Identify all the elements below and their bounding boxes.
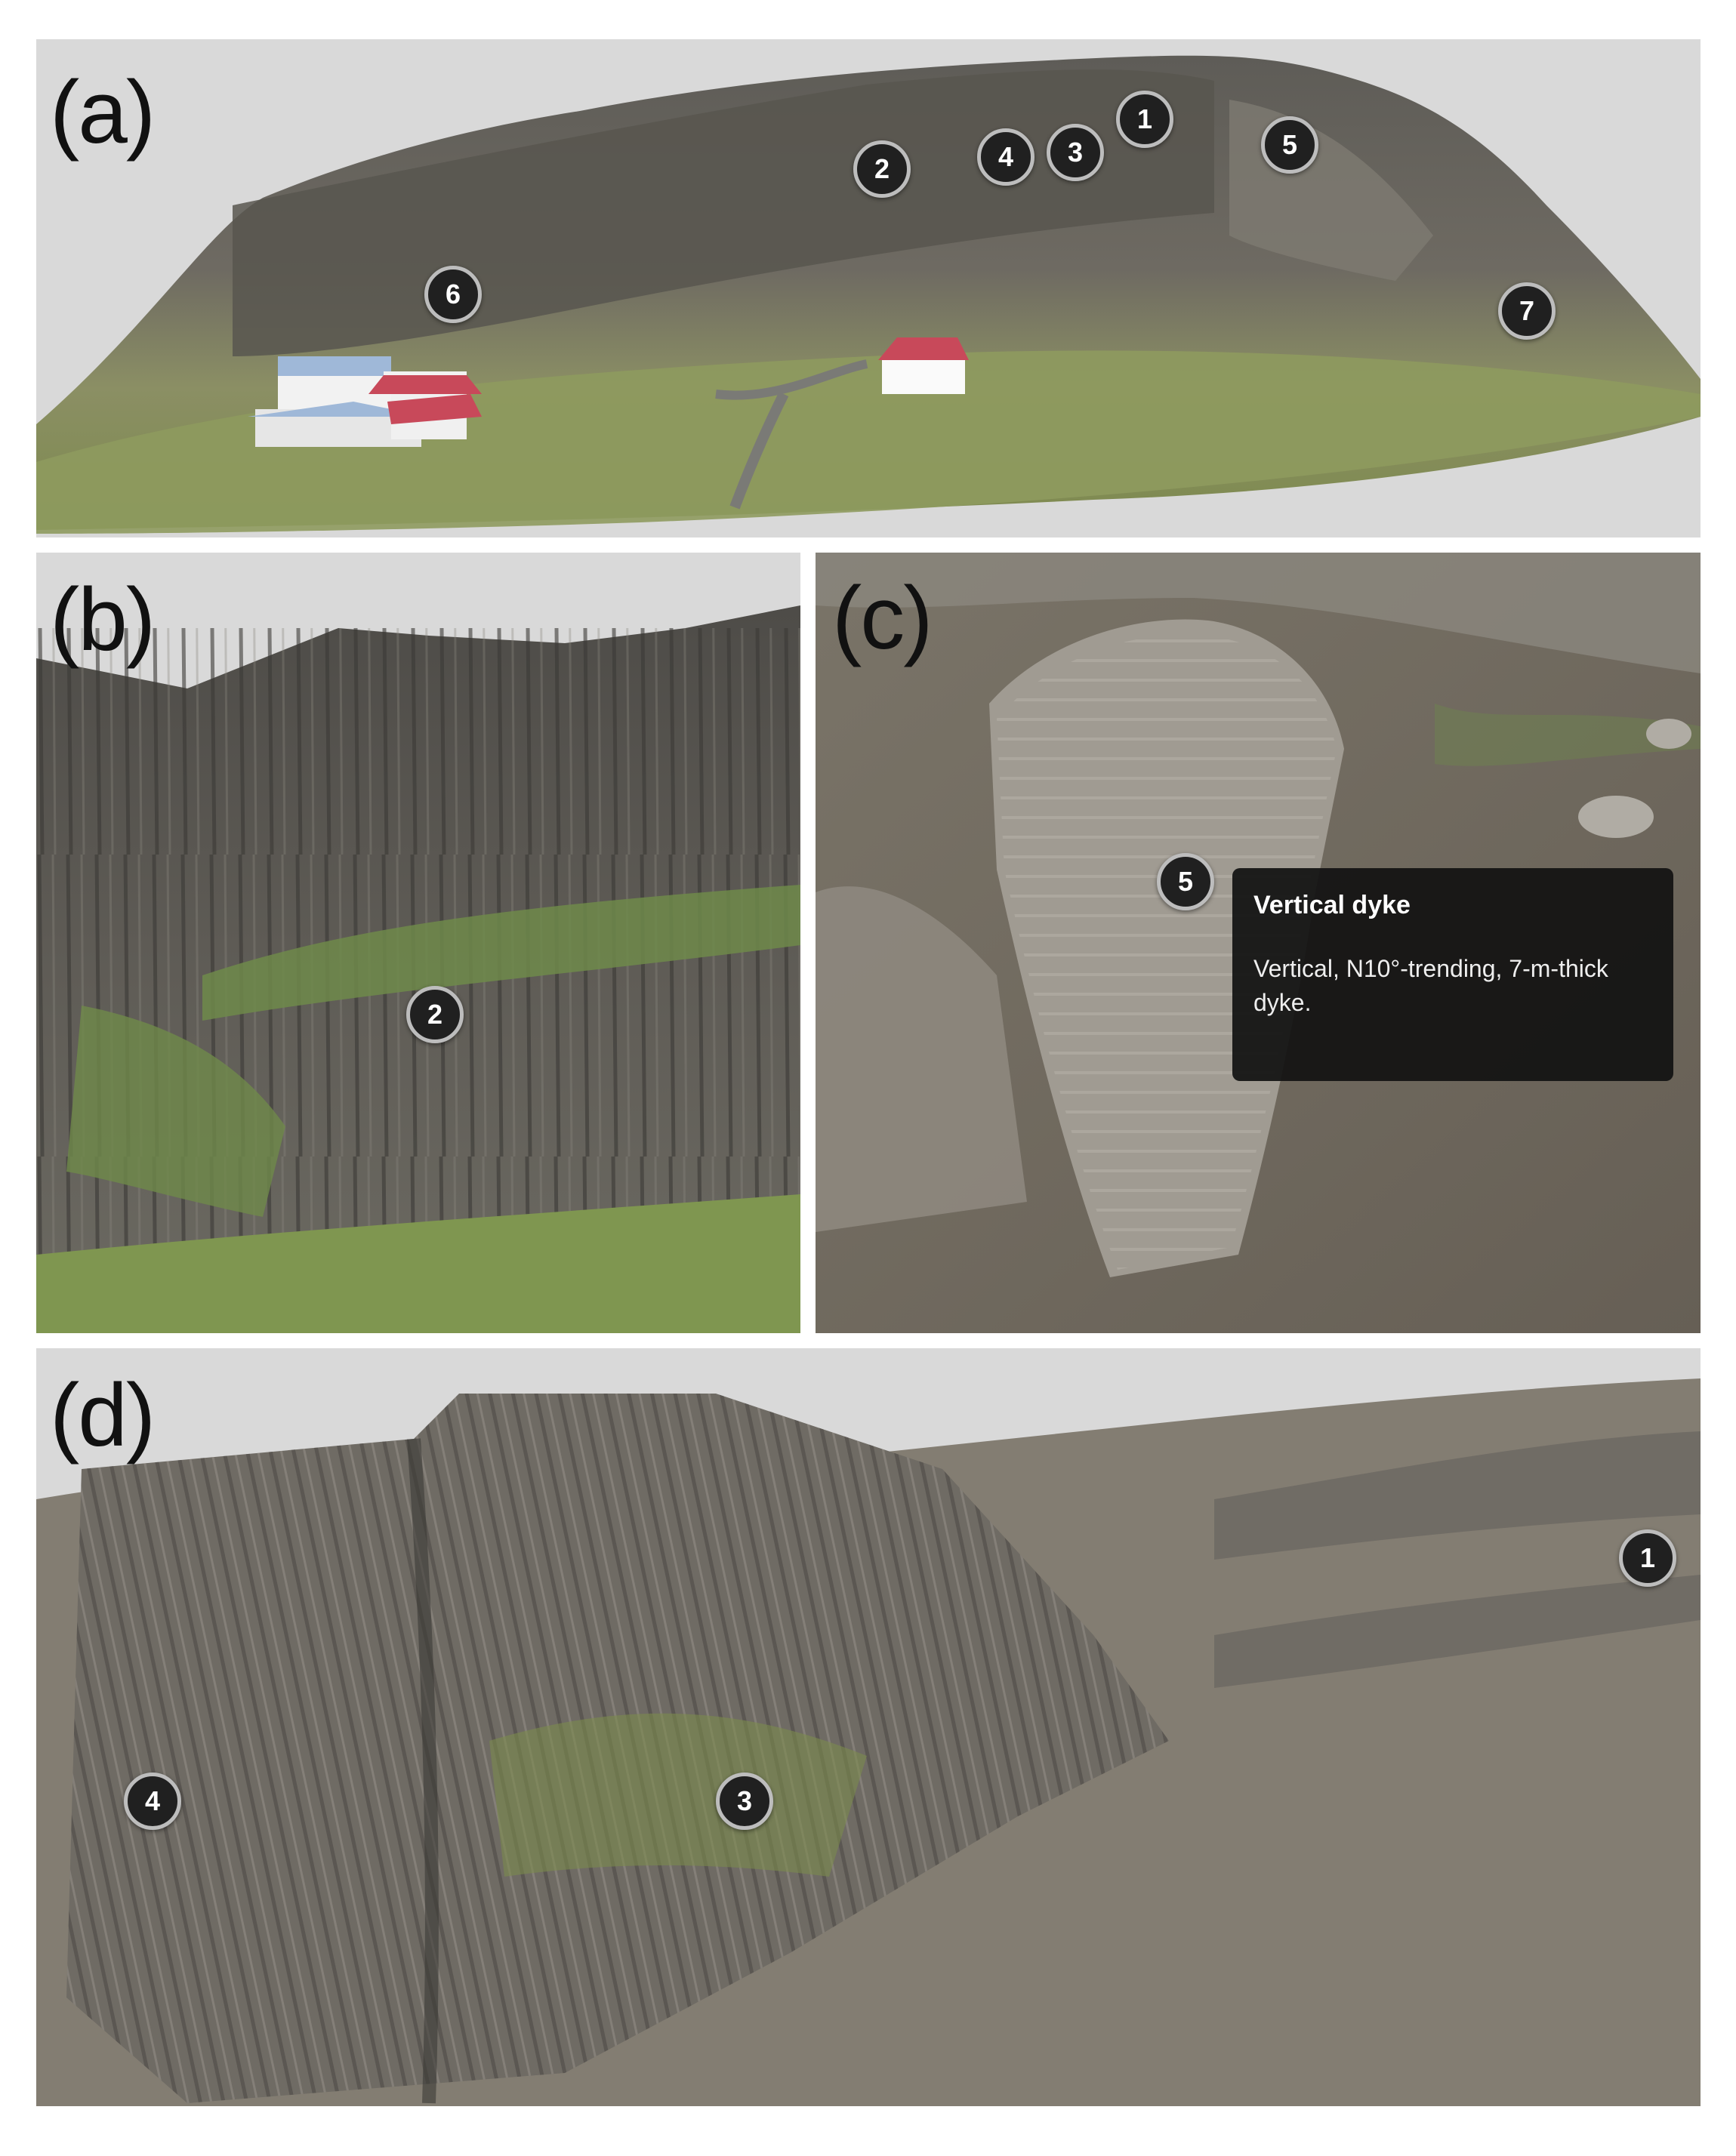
panel-d: (d) 1 3 4 bbox=[36, 1348, 1701, 2106]
marker-3[interactable]: 3 bbox=[1047, 124, 1104, 181]
marker-6[interactable]: 6 bbox=[424, 266, 482, 323]
marker-1[interactable]: 1 bbox=[1116, 91, 1173, 148]
panel-a-terrain bbox=[36, 55, 1701, 534]
panel-c: (c) 5 Vertical dyke Vertical, N10°-trend… bbox=[816, 553, 1701, 1333]
tooltip-title: Vertical dyke bbox=[1253, 891, 1411, 919]
marker-1[interactable]: 1 bbox=[1619, 1529, 1676, 1587]
panel-a: (a) 1 2 3 4 5 6 7 bbox=[36, 39, 1701, 537]
marker-2[interactable]: 2 bbox=[853, 140, 911, 198]
panel-d-letter: (d) bbox=[50, 1366, 156, 1465]
marker-7[interactable]: 7 bbox=[1498, 282, 1556, 340]
panel-c-letter: (c) bbox=[832, 568, 933, 668]
marker-2[interactable]: 2 bbox=[406, 986, 464, 1043]
panel-a-letter: (a) bbox=[50, 63, 156, 162]
marker-5[interactable]: 5 bbox=[1157, 853, 1214, 910]
marker-4[interactable]: 4 bbox=[124, 1773, 181, 1830]
marker-5[interactable]: 5 bbox=[1261, 116, 1318, 174]
marker-3[interactable]: 3 bbox=[716, 1773, 773, 1830]
panel-b-cliff bbox=[36, 605, 800, 1333]
panel-d-columns bbox=[36, 1378, 1701, 2106]
panel-b-letter: (b) bbox=[50, 570, 156, 670]
tooltip-body: Vertical, N10°-trending, 7-m-thick dyke. bbox=[1253, 955, 1608, 1016]
marker-4[interactable]: 4 bbox=[977, 128, 1035, 186]
panel-b: (b) 2 bbox=[36, 553, 800, 1333]
annotation-tooltip: Vertical dyke Vertical, N10°-trending, 7… bbox=[1232, 868, 1673, 1081]
